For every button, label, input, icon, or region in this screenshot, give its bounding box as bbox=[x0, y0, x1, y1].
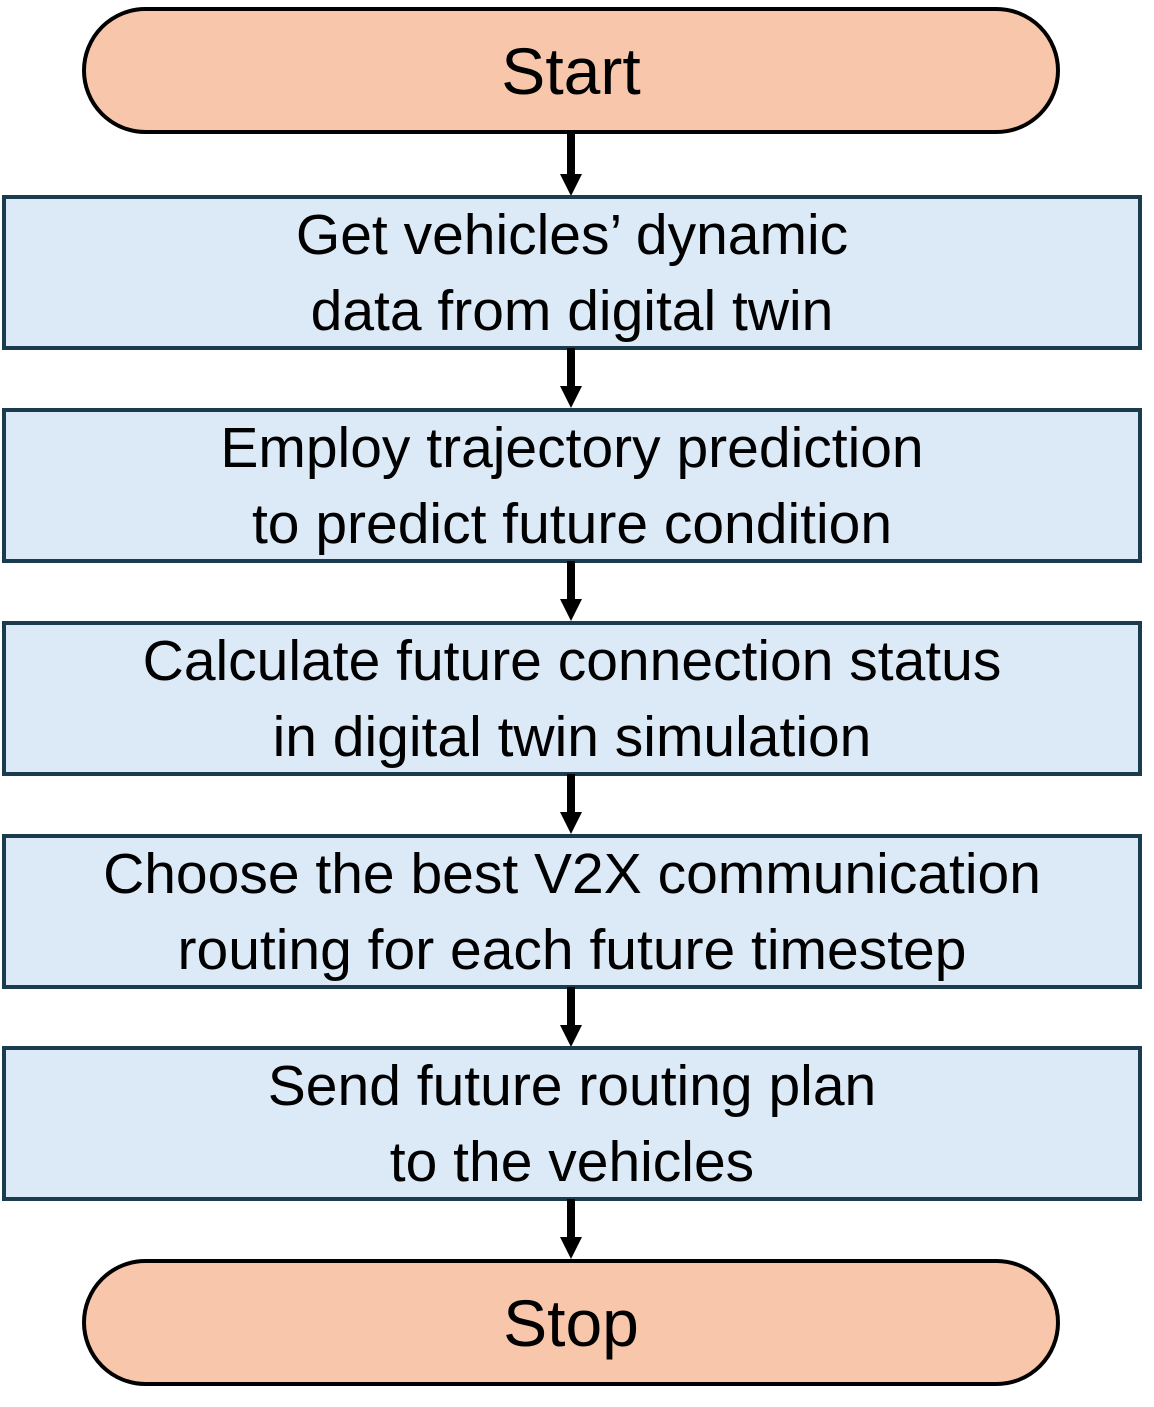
start-label: Start bbox=[501, 33, 641, 108]
step-line: Employ trajectory prediction bbox=[220, 415, 924, 480]
flow-arrow bbox=[560, 348, 582, 410]
step-line: to predict future condition bbox=[251, 491, 893, 556]
step-line: data from digital twin bbox=[310, 278, 834, 343]
flow-arrow bbox=[560, 561, 582, 623]
step-trajectory-prediction: Employ trajectory prediction to predict … bbox=[2, 408, 1142, 563]
step-line: in digital twin simulation bbox=[272, 704, 872, 769]
step-line: Calculate future connection status bbox=[142, 628, 1002, 693]
step-get-dynamic-data: Get vehicles’ dynamic data from digital … bbox=[2, 195, 1142, 350]
flow-arrow bbox=[560, 774, 582, 836]
start-terminal: Start bbox=[82, 7, 1060, 134]
step-line: routing for each future timestep bbox=[177, 917, 967, 982]
step-choose-routing: Choose the best V2X communication routin… bbox=[2, 834, 1142, 989]
stop-label: Stop bbox=[503, 1285, 639, 1360]
step-line: to the vehicles bbox=[389, 1129, 755, 1194]
step-line: Get vehicles’ dynamic bbox=[295, 202, 849, 267]
stop-terminal: Stop bbox=[82, 1259, 1060, 1386]
flow-arrow bbox=[560, 134, 582, 198]
step-line: Choose the best V2X communication bbox=[103, 841, 1041, 906]
flow-arrow bbox=[560, 987, 582, 1049]
step-line: Send future routing plan bbox=[267, 1053, 877, 1118]
flow-arrow bbox=[560, 1199, 582, 1261]
step-connection-status: Calculate future connection status in di… bbox=[2, 621, 1142, 776]
step-send-routing-plan: Send future routing plan to the vehicles bbox=[2, 1046, 1142, 1201]
